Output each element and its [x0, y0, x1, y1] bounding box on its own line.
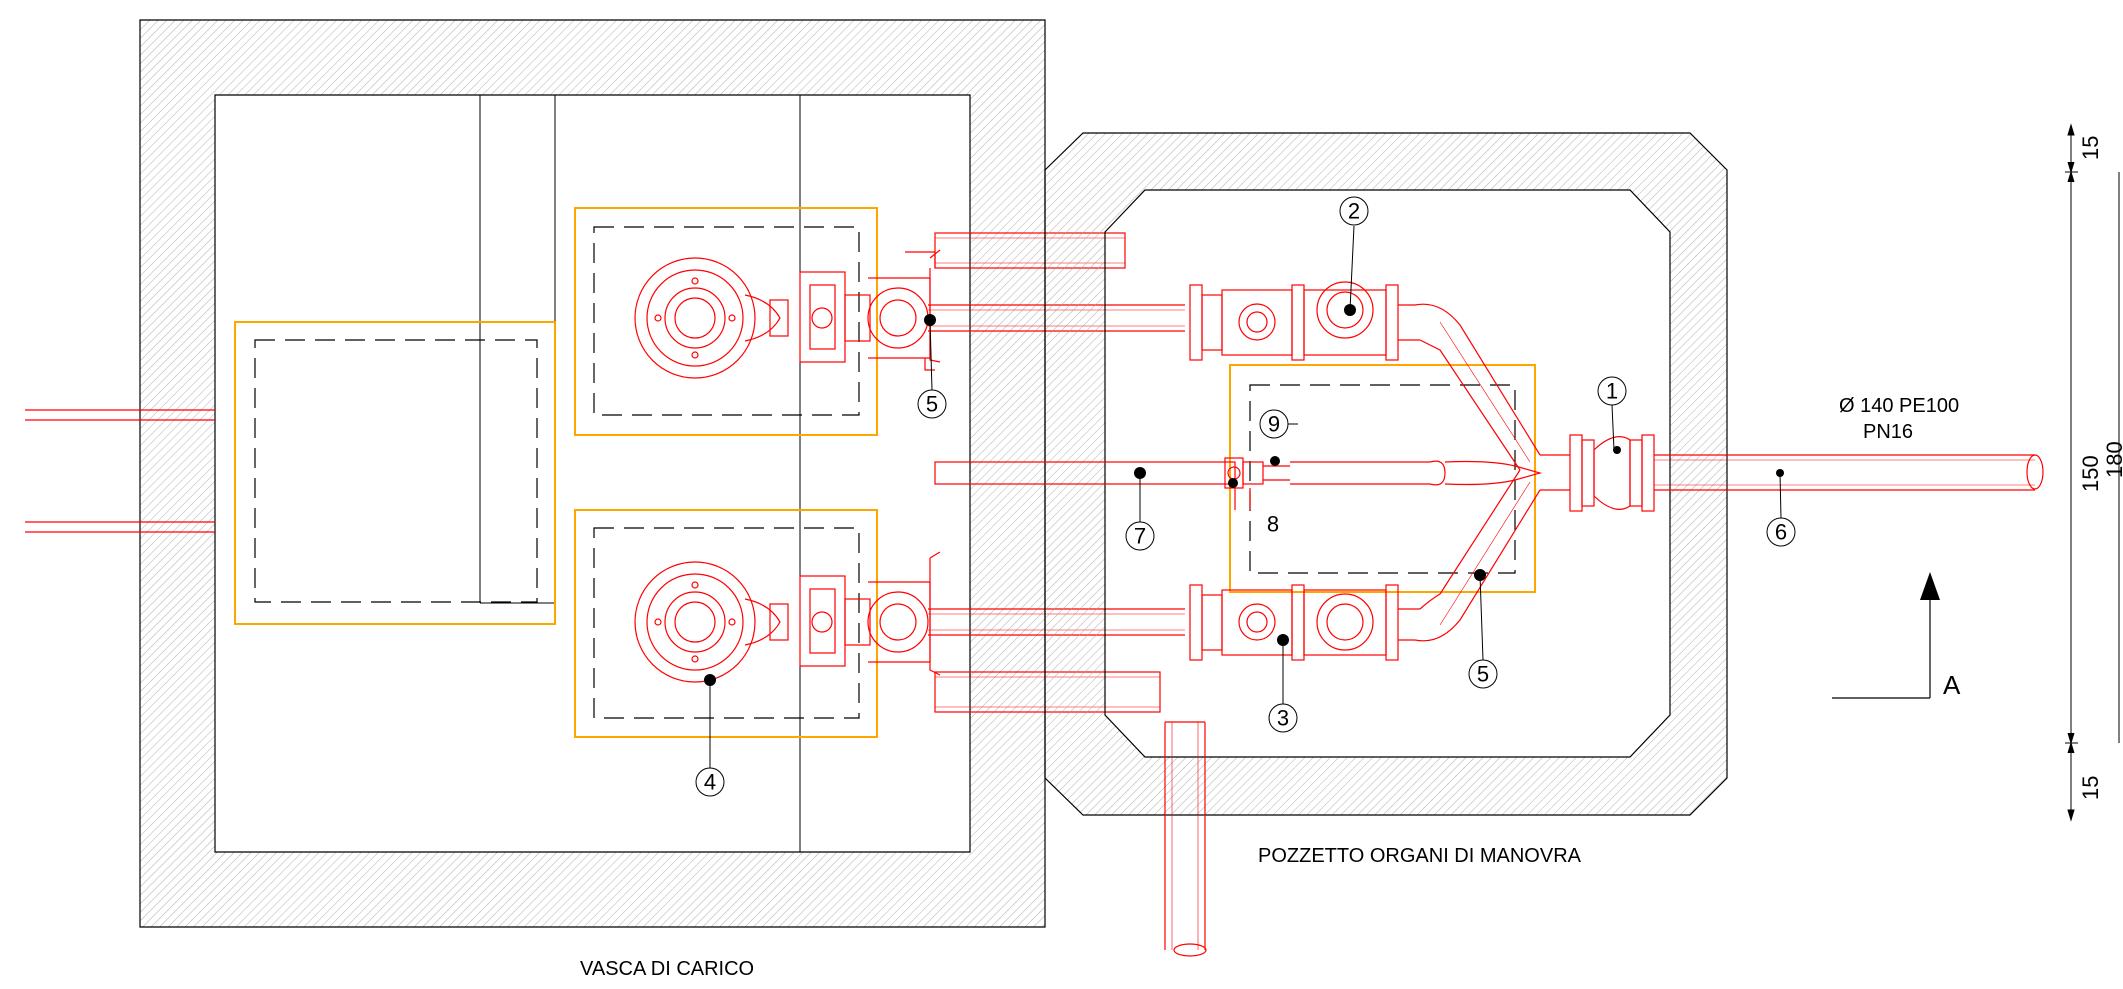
callout-7-text: 7 [1134, 524, 1146, 549]
callout-9: 9 [1268, 412, 1298, 466]
callout-2-text: 2 [1348, 199, 1360, 224]
callout-8: 8 [1228, 409, 1289, 537]
dimension-lines [2065, 123, 2120, 822]
callout-2: 2 [1339, 196, 1369, 316]
upper-yellow-frame [574, 207, 878, 436]
callout-5a-text: 5 [926, 392, 938, 417]
chamber-label: POZZETTO ORGANI DI MANOVRA [1258, 845, 1582, 867]
dimension-bottom: 15 [2078, 776, 2103, 800]
pipe-spec-line1: Ø 140 PE100 [1839, 395, 1959, 417]
section-marker-a: A [1832, 572, 1961, 700]
callout-6-text: 6 [1775, 520, 1787, 545]
chamber-structure [1044, 132, 1728, 816]
discharge-pipe [1164, 721, 1207, 957]
left-yellow-frame [234, 321, 556, 625]
callout-3: 3 [1268, 634, 1298, 733]
callout-5b-text: 5 [1477, 662, 1489, 687]
callout-5-upper: 5 [917, 314, 947, 419]
upper-float-valve [634, 249, 1185, 379]
tank-label: VASCA DI CARICO [580, 958, 754, 980]
dimension-total: 180 [2102, 441, 2123, 478]
section-marker-a-text: A [1943, 670, 1961, 700]
callout-8-text: 8 [1267, 512, 1279, 537]
inlet-pipes [25, 409, 215, 533]
dimension-middle: 150 [2078, 455, 2103, 492]
lower-float-valve [634, 551, 1185, 683]
callout-4: 4 [695, 674, 725, 797]
callout-1: 1 [1597, 376, 1627, 454]
lower-gate-valve-group [1189, 469, 1541, 661]
tank-structure [139, 19, 1046, 928]
upper-gate-valve-group [1189, 281, 1541, 471]
dimension-top: 15 [2078, 136, 2103, 160]
callout-5-lower: 5 [1468, 569, 1498, 689]
lower-yellow-frame [574, 509, 878, 738]
callout-7: 7 [1125, 467, 1155, 551]
callout-6: 6 [1766, 469, 1796, 547]
callout-4-text: 4 [704, 770, 716, 795]
outlet-assembly [1540, 434, 2044, 512]
callout-1-text: 1 [1606, 379, 1618, 404]
callout-3-text: 3 [1277, 706, 1289, 731]
pipe-spec-line2: PN16 [1863, 421, 1913, 443]
drain-pipe [934, 457, 1543, 510]
callout-9-text: 9 [1268, 412, 1280, 437]
chamber-yellow-frame [1229, 364, 1536, 593]
